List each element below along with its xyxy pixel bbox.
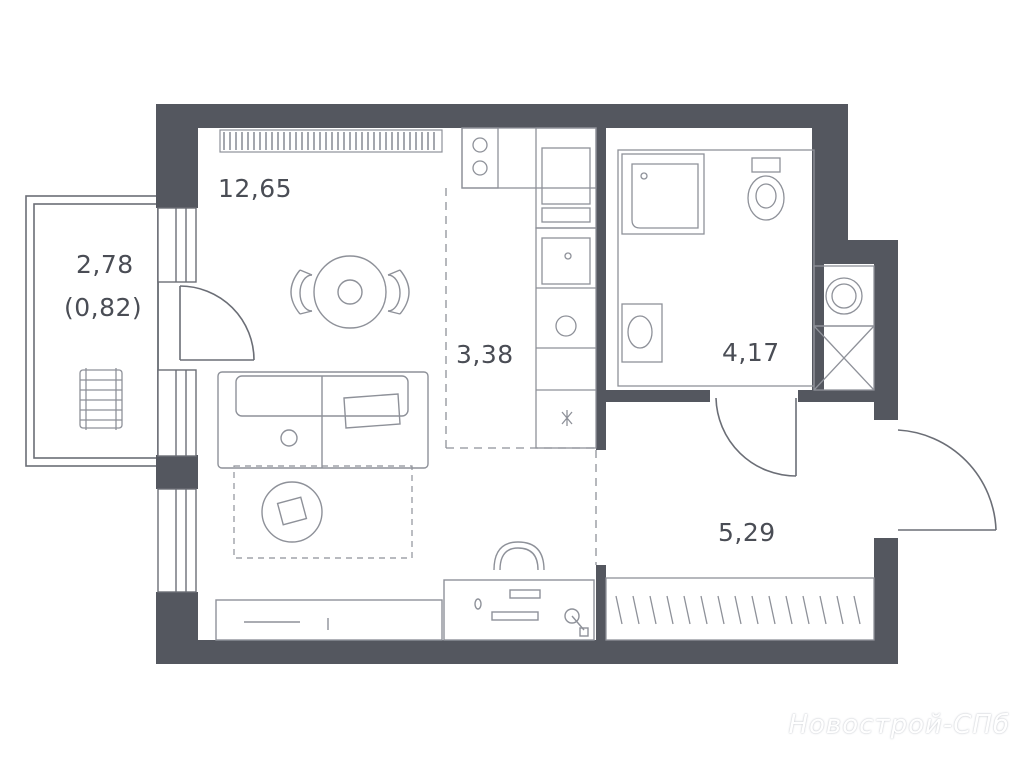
wardrobe-hanger [768, 595, 776, 625]
bathroom-fixtures [617, 149, 875, 391]
balcony [25, 195, 159, 467]
wardrobe-hanger [751, 595, 759, 625]
tv-unit-icon [215, 599, 443, 641]
wardrobe-hanger [734, 595, 742, 625]
balcony-area-label: 2,78 [76, 250, 134, 279]
wardrobe-hanger [717, 595, 725, 625]
walls [156, 104, 898, 664]
rug [233, 465, 413, 559]
wardrobe-hanger [802, 595, 810, 625]
kitchen-area-label: 3,38 [456, 340, 514, 369]
watermark: Новострой-СПб [788, 710, 1010, 740]
coffee-table-icon [261, 429, 323, 543]
wardrobe-icon [605, 577, 875, 641]
wardrobe-hanger [819, 595, 827, 625]
bathroom-area-label: 4,17 [722, 338, 780, 367]
wardrobe-hanger [615, 595, 623, 625]
wardrobe-hanger [853, 595, 861, 625]
balcony-reduced-area-label: (0,82) [64, 293, 143, 322]
living-room-area-label: 12,65 [218, 174, 293, 203]
zone-lines [445, 188, 597, 565]
curtain-icon [219, 129, 443, 153]
kitchen-cabinets [461, 127, 597, 449]
wardrobe-hanger [683, 595, 691, 625]
wardrobe-hanger [700, 595, 708, 625]
wardrobe-hanger [632, 595, 640, 625]
windows [157, 207, 197, 593]
balcony-chair-icon [79, 368, 123, 430]
doors [179, 285, 997, 531]
wardrobe-hanger [666, 595, 674, 625]
wardrobe-hanger [785, 595, 793, 625]
wardrobe-hanger [649, 595, 657, 625]
desk-icon [443, 541, 595, 641]
hallway-area-label: 5,29 [718, 518, 776, 547]
wardrobe-hanger [836, 595, 844, 625]
dining-table-icon [290, 255, 410, 329]
sofa-icon [217, 371, 429, 469]
